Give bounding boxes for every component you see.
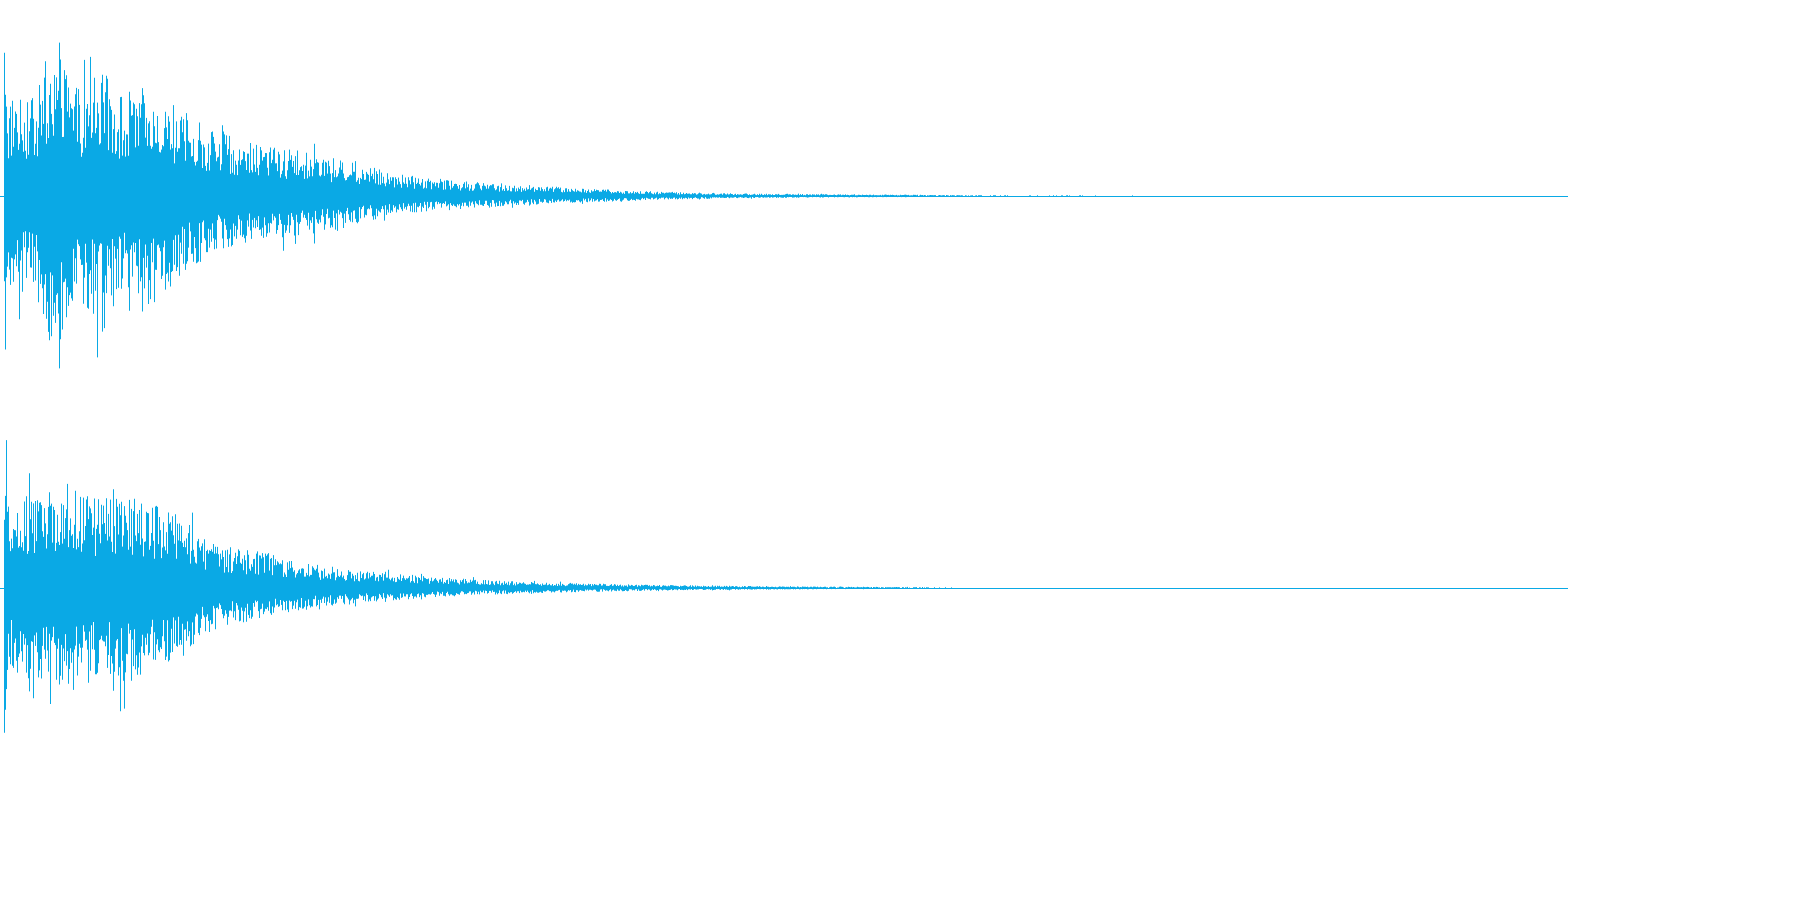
channel-2-waveform <box>4 440 952 733</box>
channel-1-track <box>0 42 1568 369</box>
channel-1-waveform <box>4 42 1133 369</box>
waveform-view <box>0 42 1568 733</box>
waveform-chart <box>0 42 1568 733</box>
channel-2-track <box>0 440 1568 733</box>
